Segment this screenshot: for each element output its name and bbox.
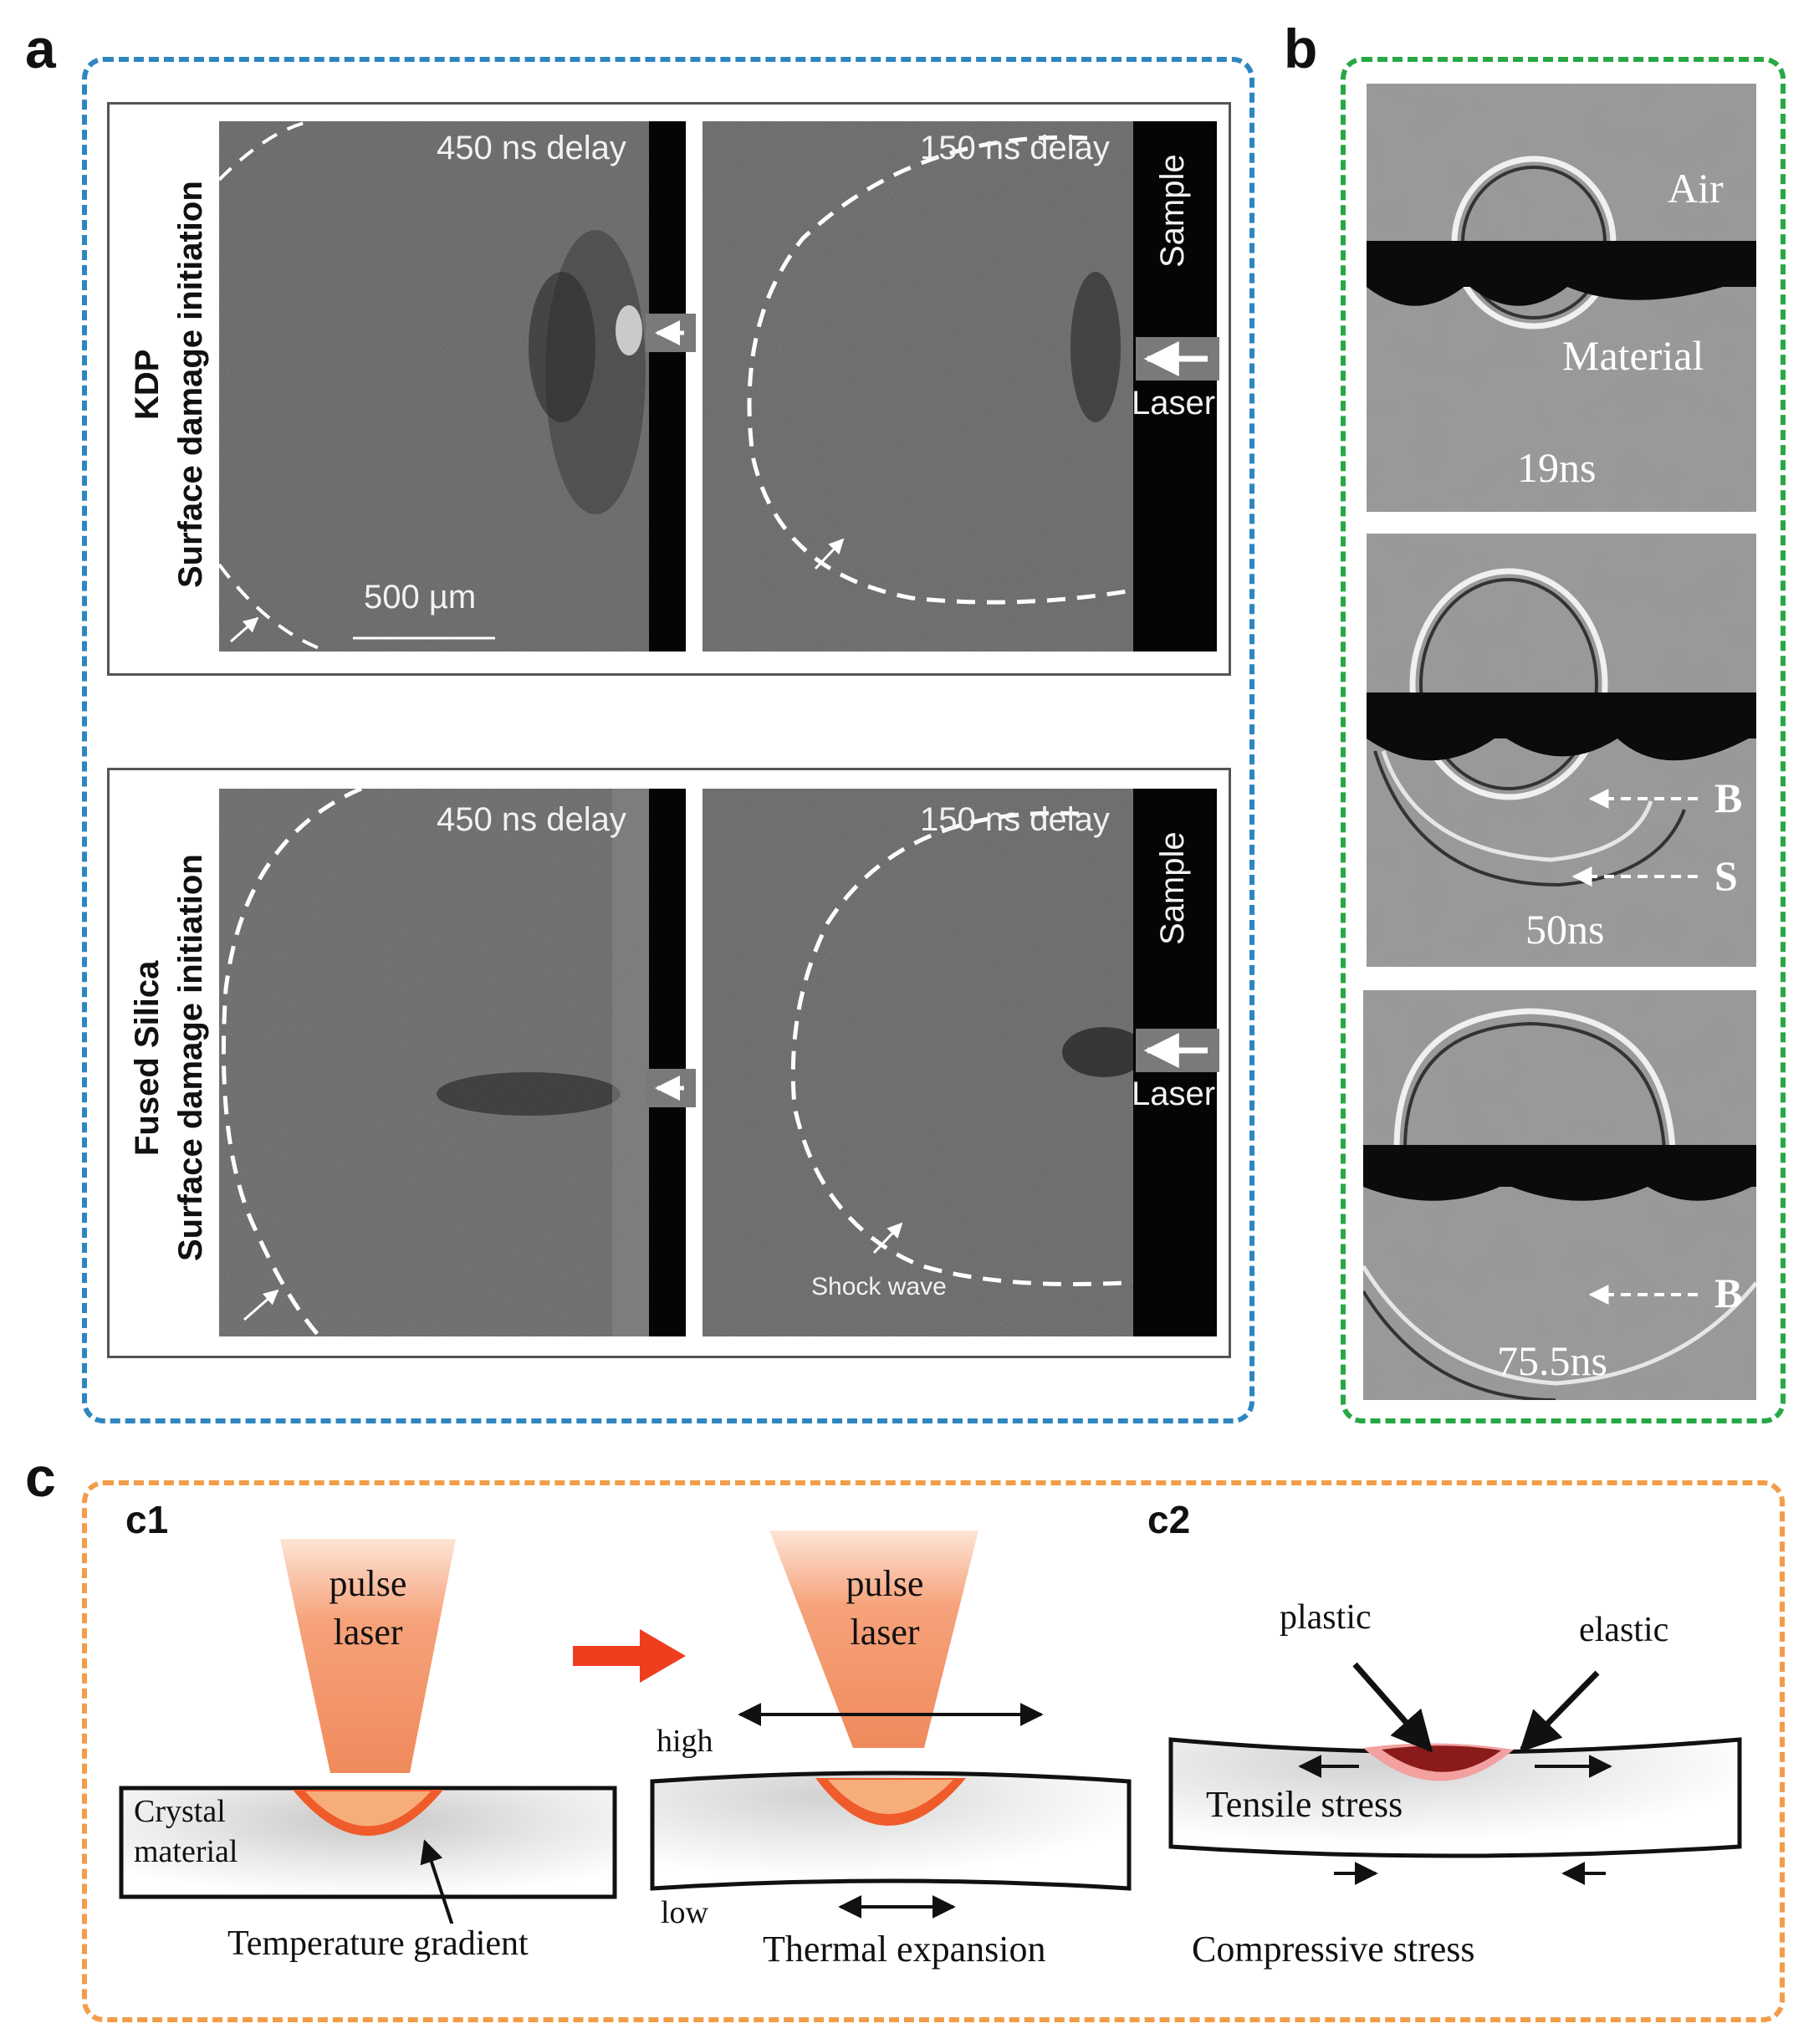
- kdp-label: KDP: [129, 349, 166, 421]
- kdp-sample-bar: [1133, 121, 1217, 652]
- c1-temperature-gradient-label: Temperature gradient: [227, 1924, 529, 1963]
- fused-silica-label: Fused Silica: [129, 960, 166, 1156]
- b-time-50ns: 50ns: [1525, 906, 1605, 953]
- kdp-sample-label: Sample: [1154, 154, 1191, 268]
- b-frame2-marker-b: B: [1714, 774, 1743, 821]
- kdp-image-150ns: [703, 121, 1137, 652]
- c1-low-label: low: [661, 1895, 708, 1930]
- c1-diagram-2: [636, 1530, 1137, 1924]
- c2-diagram: [1154, 1530, 1756, 1924]
- b-air-label: Air: [1668, 165, 1724, 212]
- fs-delay-150: 150 ns delay: [920, 801, 1110, 838]
- b-frame-50ns: [1367, 534, 1756, 967]
- fs-delay-450: 450 ns delay: [437, 801, 626, 838]
- b-frame2-arrow-s: [1564, 860, 1706, 893]
- c1-laser-line2-b: laser: [850, 1612, 920, 1653]
- kdp-sample-bar-left: [649, 121, 686, 652]
- b-frame3-marker-b: B: [1714, 1270, 1743, 1316]
- fs-sample-bar-left: [649, 789, 686, 1336]
- kdp-laser-label: Laser: [1132, 385, 1216, 422]
- kdp-side-label: KDP Surface damage initiation: [125, 125, 217, 644]
- c2-tensile-stress-label: Tensile stress: [1206, 1784, 1403, 1825]
- fs-shock-wave-label: Shock wave: [811, 1273, 947, 1300]
- kdp-laser-arrow-small: [646, 314, 696, 352]
- kdp-delay-450: 450 ns delay: [437, 130, 626, 166]
- panel-b-border: [1341, 57, 1786, 1423]
- c2-elastic-label: elastic: [1579, 1611, 1669, 1649]
- c1-crystal-line1: Crystal: [134, 1794, 226, 1829]
- panel-letter-b: b: [1284, 18, 1318, 79]
- b-time-19ns: 19ns: [1517, 444, 1597, 491]
- b-frame2-arrow-b: [1581, 782, 1706, 815]
- fs-laser-label: Laser: [1132, 1076, 1216, 1112]
- b-frame3-arrow-b: [1581, 1278, 1706, 1311]
- kdp-delay-150: 150 ns delay: [920, 130, 1110, 166]
- c1-crystal-line2: material: [134, 1834, 238, 1869]
- c2-label: c2: [1147, 1498, 1191, 1541]
- fs-sample-label: Sample: [1154, 831, 1191, 945]
- c2-compressive-stress-label: Compressive stress: [1192, 1929, 1475, 1970]
- c1-crystal-label: Crystal material: [134, 1791, 238, 1872]
- c1-diagram-1: [117, 1530, 636, 1975]
- panel-letter-c: c: [25, 1446, 56, 1508]
- c1-laser-line1-a: pulse: [329, 1563, 407, 1604]
- kdp-surface-damage-label: Surface damage initiation: [172, 181, 209, 589]
- fs-image-150ns: [703, 789, 1137, 1336]
- kdp-scale-bar-label: 500 µm: [364, 579, 477, 616]
- kdp-image-450ns: [219, 121, 654, 652]
- c1-thermal-expansion-label: Thermal expansion: [763, 1929, 1046, 1970]
- c1-laser-line1-b: pulse: [846, 1563, 924, 1604]
- c1-high-label: high: [657, 1724, 713, 1759]
- b-frame-19ns: [1367, 84, 1756, 512]
- c1-label: c1: [125, 1498, 169, 1541]
- b-frame2-marker-s: S: [1714, 852, 1738, 899]
- b-material-label: Material: [1562, 332, 1704, 379]
- b-time-75ns: 75.5ns: [1497, 1337, 1607, 1384]
- c1-laser-label-2: pulse laser: [835, 1560, 935, 1657]
- kdp-laser-arrow: [1136, 337, 1219, 381]
- c1-laser-line2-a: laser: [333, 1612, 403, 1653]
- b-frame-75ns: [1363, 990, 1756, 1400]
- fs-laser-arrow: [1136, 1029, 1219, 1072]
- panel-letter-a: a: [25, 18, 56, 79]
- fs-surface-damage-label: Surface damage initiation: [172, 854, 209, 1262]
- fs-laser-arrow-small: [646, 1069, 696, 1107]
- c2-plastic-label: plastic: [1280, 1598, 1372, 1637]
- fs-side-label: Fused Silica Surface damage initiation: [125, 799, 217, 1317]
- c1-laser-label-1: pulse laser: [318, 1560, 418, 1657]
- panel-c-border: [82, 1480, 1785, 2022]
- panel-a-border: [82, 57, 1254, 1423]
- fs-image-450ns: [219, 789, 654, 1336]
- c1-transition-arrow: [573, 1622, 690, 1689]
